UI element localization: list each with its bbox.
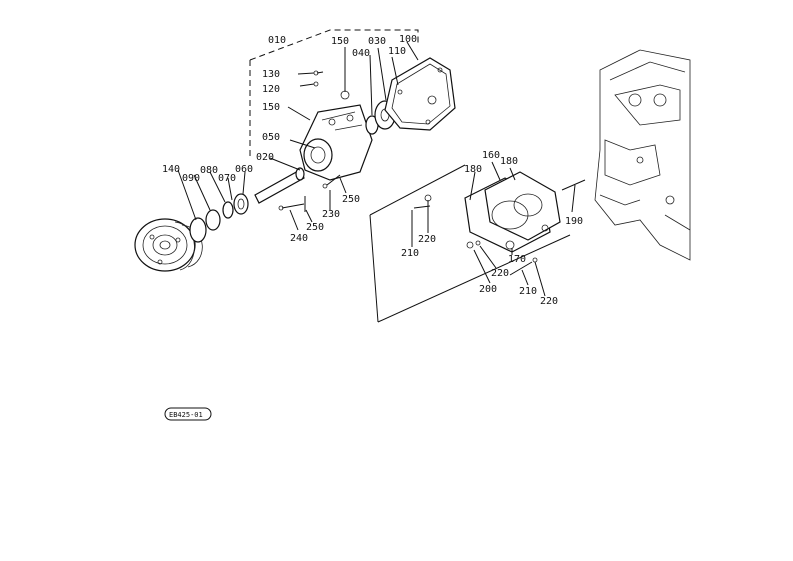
shaft-washers-bearings[interactable]	[189, 193, 249, 243]
assembly-010-group-outline	[249, 29, 419, 160]
leader-lines	[177, 41, 576, 297]
label-190: 190	[565, 216, 583, 227]
label-250-right: 250	[342, 194, 360, 205]
label-080: 080	[200, 165, 218, 176]
label-160: 160	[482, 150, 500, 161]
label-200: 200	[479, 284, 497, 295]
label-100: 100	[399, 34, 417, 45]
label-180-left: 180	[464, 164, 482, 175]
label-150-lower: 150	[262, 102, 280, 113]
label-130: 130	[262, 69, 280, 80]
bolts-and-studs[interactable]	[278, 70, 586, 276]
label-180-right: 180	[500, 156, 518, 167]
label-110: 110	[388, 46, 406, 57]
label-210-left: 210	[401, 248, 419, 259]
label-090: 090	[182, 173, 200, 184]
label-210-right: 210	[519, 286, 537, 297]
label-250-left: 250	[306, 222, 324, 233]
label-010: 010	[268, 35, 286, 46]
label-240: 240	[290, 233, 308, 244]
label-230: 230	[322, 209, 340, 220]
label-120: 120	[262, 84, 280, 95]
label-030: 030	[368, 36, 386, 47]
label-070: 070	[218, 173, 236, 184]
label-170: 170	[508, 254, 526, 265]
drawing-code-text: EB425-01	[169, 411, 203, 419]
label-020: 020	[256, 152, 274, 163]
pump-shaft[interactable]	[254, 167, 305, 204]
label-220-left: 220	[418, 234, 436, 245]
label-040: 040	[352, 48, 370, 59]
label-150-upper: 150	[331, 36, 349, 47]
pump-cover-gasket[interactable]	[384, 57, 456, 131]
water-pump-body[interactable]	[299, 90, 373, 181]
drawing-code-badge: EB425-01	[164, 407, 212, 421]
label-220-mid: 220	[491, 268, 509, 279]
label-060: 060	[235, 164, 253, 175]
part-labels: 010 130 120 150 150 030 040 100 110 050 …	[162, 34, 583, 307]
label-140: 140	[162, 164, 180, 175]
label-050: 050	[262, 132, 280, 143]
engine-block	[594, 49, 691, 261]
fan-pulley[interactable]	[134, 218, 203, 272]
thermostat-housing[interactable]	[464, 171, 561, 253]
label-220-right: 220	[540, 296, 558, 307]
thermostat-group-outline	[369, 164, 571, 323]
